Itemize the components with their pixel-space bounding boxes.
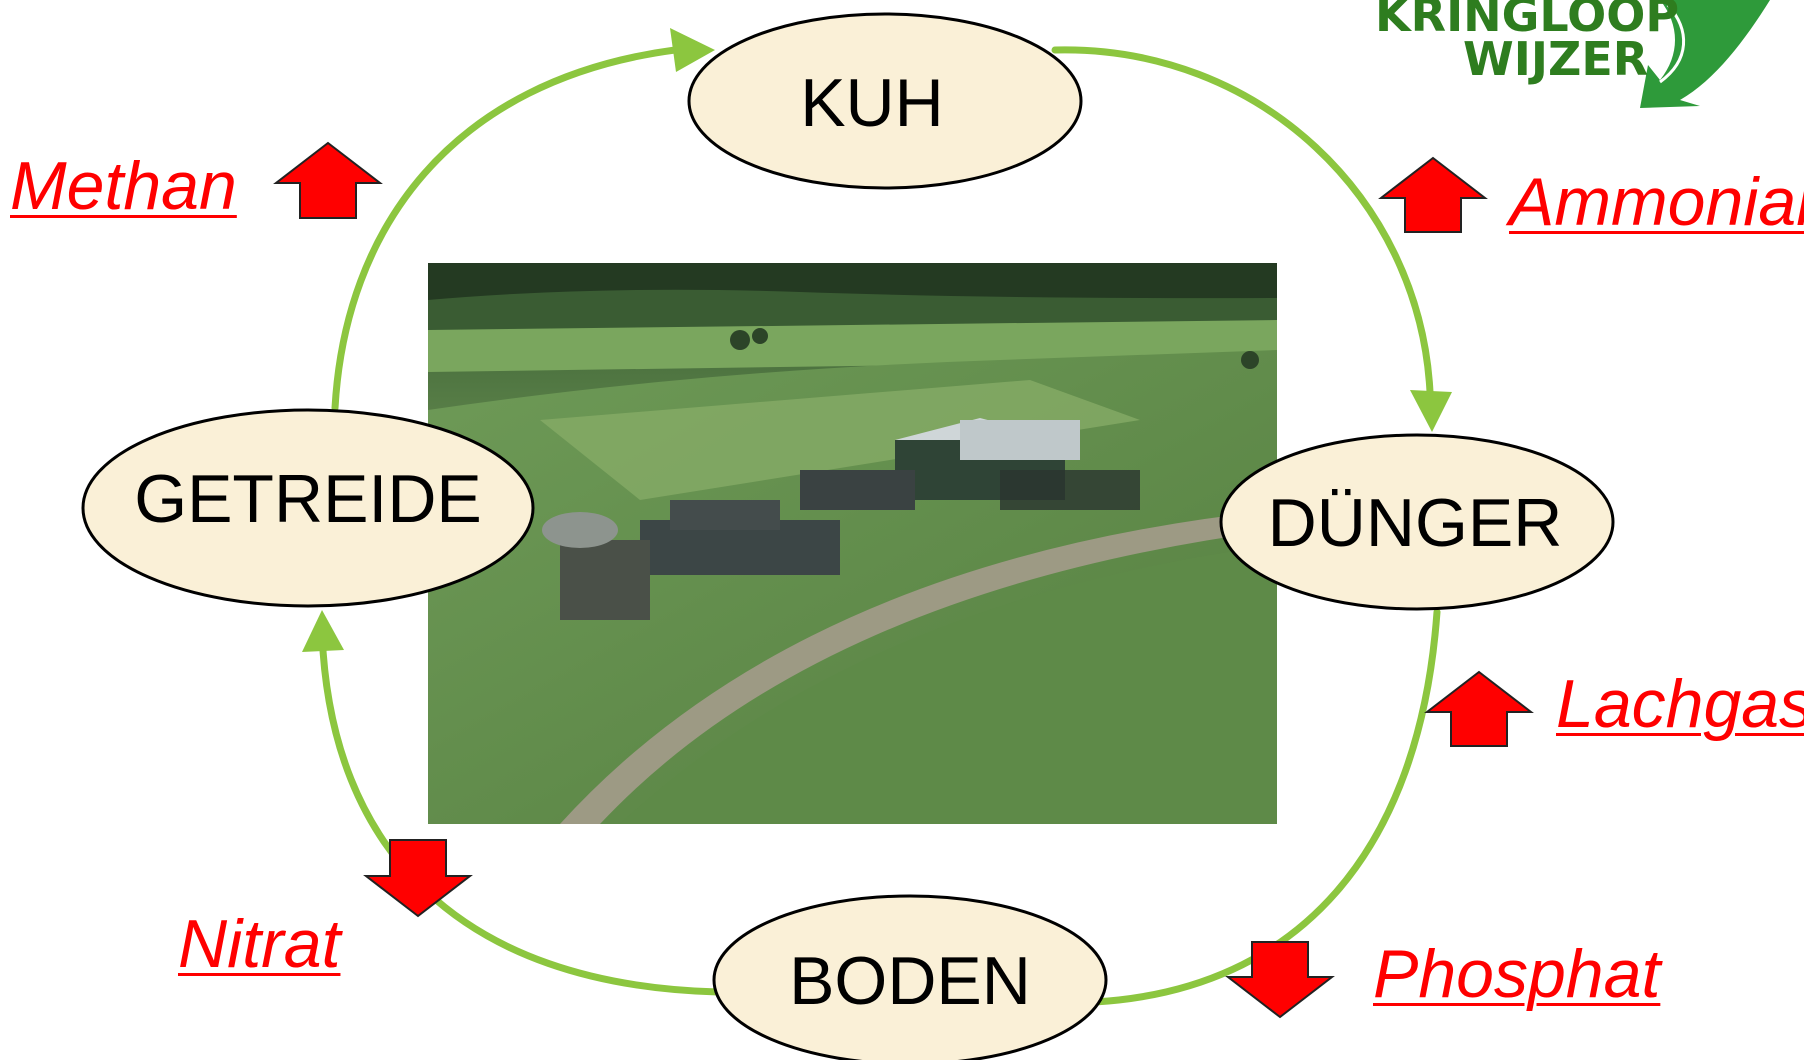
nitrat-down-arrow-icon [363, 839, 473, 918]
arrow-getreide-to-kuh [331, 46, 679, 412]
emission-label-phosphat: Phosphat [1373, 936, 1661, 1012]
arrow-duenger-to-boden [1091, 608, 1441, 1006]
node-duenger-label: DÜNGER [1268, 485, 1563, 561]
emission-arrows [273, 141, 1534, 1019]
node-duenger: DÜNGER [1219, 433, 1615, 611]
emission-label-ammoniak: Ammoniak [1509, 164, 1804, 240]
ammoniak-up-arrow-icon [1378, 156, 1488, 233]
emission-label-nitrat: Nitrat [178, 906, 341, 982]
arrowhead-to-kuh [670, 28, 715, 72]
arrowhead-to-duenger [1410, 390, 1452, 432]
kringloop-wijzer-logo-icon [1640, 0, 1770, 108]
logo-text-wijzer: WIJZER [1463, 32, 1649, 86]
arrowhead-to-getreide [302, 610, 344, 652]
lachgas-up-arrow-icon [1424, 670, 1534, 747]
node-getreide: GETREIDE [81, 408, 535, 608]
logo-text-kringloop: KRINGLOOP [1375, 0, 1680, 42]
cycle-arrowheads [302, 28, 1452, 652]
arrow-kuh-to-duenger [1051, 46, 1434, 396]
phosphat-down-arrow-icon [1225, 941, 1335, 1019]
methan-up-arrow-icon [273, 141, 383, 219]
node-getreide-label: GETREIDE [134, 461, 482, 537]
node-boden: BODEN [712, 894, 1108, 1060]
node-boden-label: BODEN [789, 943, 1031, 1019]
farm-aerial-photo [428, 263, 1277, 824]
emission-label-methan: Methan [10, 148, 237, 224]
node-kuh: KUH [687, 12, 1083, 190]
node-kuh-label: KUH [800, 65, 944, 141]
emission-label-lachgas: Lachgas [1556, 666, 1804, 742]
